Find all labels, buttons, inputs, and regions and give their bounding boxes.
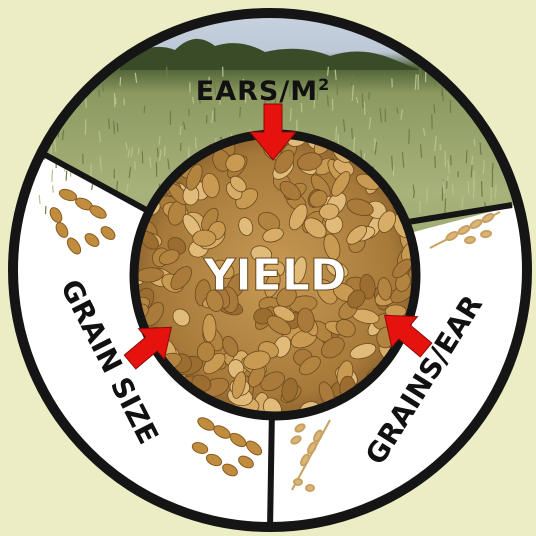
- ears-label: EARS/M2: [196, 75, 330, 107]
- divider-bottom: [270, 408, 272, 530]
- yield-label: YIELD: [203, 250, 347, 301]
